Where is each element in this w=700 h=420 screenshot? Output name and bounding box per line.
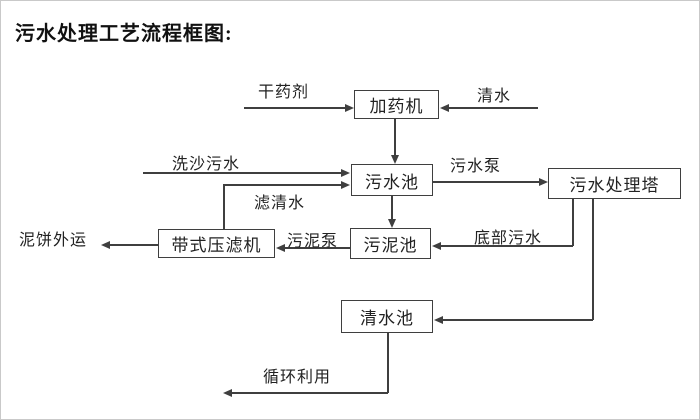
- connector-dry-chemical-line: [244, 107, 345, 109]
- edge-label-sewage-pump: 污水泵: [450, 158, 502, 175]
- edge-label-recycle: 循环利用: [263, 369, 332, 386]
- arrowhead-filtered-water-icon: [341, 181, 350, 189]
- arrowhead-recycle-icon: [223, 389, 232, 397]
- arrowhead-sludge-pump-icon: [276, 244, 285, 252]
- connector-clear-water-line: [449, 107, 538, 109]
- edge-label-mud-cake-out: 泥饼外运: [19, 232, 88, 249]
- edge-label-sludge-pump: 污泥泵: [287, 233, 339, 250]
- arrowhead-clear-water-icon: [440, 104, 449, 112]
- node-belt-filter-press: 带式压滤机: [158, 229, 275, 258]
- arrowhead-dry-chemical-icon: [345, 104, 354, 112]
- edge-label-clear-water: 清水: [477, 88, 512, 105]
- edge-label-sand-washing-sewage: 洗沙污水: [172, 156, 241, 173]
- connector-tower-to-clearpool-riser: [592, 199, 594, 320]
- arrowhead-tower-to-clearpool-icon: [434, 316, 443, 324]
- edge-label-bottom-sewage: 底部污水: [474, 230, 543, 247]
- arrowhead-sand-washing-icon: [341, 169, 350, 177]
- node-sewage-pool: 污水池: [351, 164, 433, 196]
- connector-filtered-water-line: [223, 184, 341, 186]
- node-dosing-machine: 加药机: [354, 90, 439, 119]
- arrowhead-bottom-sewage-icon: [432, 242, 441, 250]
- connector-filtered-water-riser: [223, 184, 225, 229]
- node-sludge-pool: 污泥池: [350, 228, 431, 259]
- connector-bottom-sewage-riser: [572, 199, 574, 246]
- connector-dosing-to-sewage-line: [394, 119, 396, 156]
- connector-sewage-pump-line: [433, 181, 539, 183]
- connector-sludge-pump-line: [285, 247, 350, 249]
- node-treatment-tower: 污水处理塔: [548, 168, 681, 199]
- connector-tower-to-clearpool-line: [443, 319, 593, 321]
- connector-sand-washing-line: [143, 172, 341, 174]
- connector-sewage-to-sludge-line: [391, 196, 393, 219]
- connector-recycle-line: [232, 392, 388, 394]
- arrowhead-sewage-to-sludge-icon: [388, 219, 396, 228]
- arrowhead-sewage-pump-icon: [539, 178, 548, 186]
- edge-label-dry-chemical: 干药剂: [258, 84, 310, 101]
- arrowhead-mud-cake-icon: [101, 241, 110, 249]
- connector-bottom-sewage-line: [441, 245, 573, 247]
- connector-recycle-riser: [387, 333, 389, 393]
- arrowhead-dosing-to-sewage-icon: [391, 155, 399, 164]
- page-title: 污水处理工艺流程框图:: [15, 23, 233, 45]
- connector-mud-cake-line: [110, 244, 158, 246]
- edge-label-filtered-water: 滤清水: [254, 195, 306, 212]
- node-clear-water-pool: 清水池: [341, 300, 433, 333]
